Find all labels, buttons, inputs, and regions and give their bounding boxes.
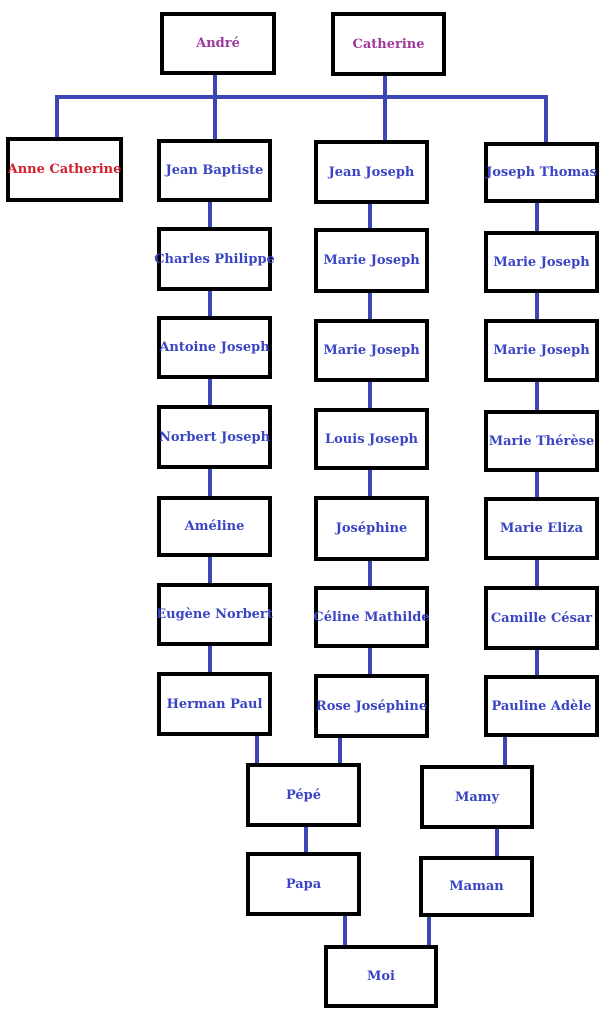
node-label-mamy: Mamy (454, 789, 500, 805)
node-anne-catherine: Anne Catherine (6, 137, 123, 202)
node-label-marie-therese: Marie Thérèse (488, 433, 595, 449)
node-jean-baptiste: Jean Baptiste (157, 139, 272, 202)
node-eugene-norbert: Eugène Norbert (156, 583, 273, 646)
connector-norbert-joseph-to-ameline (208, 469, 212, 496)
connector-catherine-to-jean-joseph (383, 75, 387, 140)
node-label-josephine: Joséphine (335, 521, 408, 536)
connector-papa-to-moi (343, 916, 347, 945)
node-andre: André (160, 12, 276, 75)
node-norbert-joseph: Norbert Joseph (157, 405, 272, 469)
connector-jean-joseph-to-marie-joseph-1 (368, 204, 372, 228)
connector-mamy-to-maman (495, 829, 499, 856)
node-label-jean-joseph: Jean Joseph (328, 164, 415, 180)
node-label-marie-joseph-2: Marie Joseph (323, 343, 420, 358)
connector-herman-paul-to-pepe (255, 736, 259, 763)
node-label-anne-catherine: Anne Catherine (7, 162, 122, 177)
node-catherine: Catherine (331, 12, 446, 76)
node-rose-josephine: Rose Joséphine (314, 674, 429, 738)
connector-marie-therese-to-marie-eliza (535, 472, 539, 497)
connector-camille-cesar-to-pauline-adele (535, 650, 539, 675)
connector-louis-joseph-to-josephine (368, 470, 372, 496)
node-label-louis-joseph: Louis Joseph (325, 431, 418, 447)
node-mamy: Mamy (420, 765, 534, 829)
node-label-pauline-adele: Pauline Adèle (491, 698, 592, 714)
connector-marie-joseph-1-to-marie-joseph-2 (368, 293, 372, 319)
node-moi: Moi (324, 945, 438, 1008)
connector-joseph-thomas-to-marie-joseph-3 (535, 203, 539, 231)
node-herman-paul: Herman Paul (157, 672, 272, 736)
node-label-andre: André (196, 36, 240, 51)
node-joseph-thomas: Joseph Thomas (484, 142, 599, 203)
node-label-jean-baptiste: Jean Baptiste (165, 163, 264, 178)
node-marie-joseph-1: Marie Joseph (314, 228, 429, 293)
node-label-marie-joseph-4: Marie Joseph (493, 343, 590, 358)
node-label-marie-eliza: Marie Eliza (500, 521, 583, 536)
connector-eugene-norbert-to-herman-paul (208, 646, 212, 672)
node-label-marie-joseph-1: Marie Joseph (323, 253, 420, 268)
node-label-joseph-thomas: Joseph Thomas (486, 165, 597, 180)
connector-pepe-to-papa (304, 827, 308, 852)
node-label-rose-josephine: Rose Joséphine (315, 698, 428, 714)
node-jean-joseph: Jean Joseph (314, 140, 429, 204)
node-label-marie-joseph-3: Marie Joseph (493, 254, 590, 270)
connector-marie-joseph-3-to-marie-joseph-4 (535, 293, 539, 319)
node-papa: Papa (246, 852, 361, 916)
node-label-herman-paul: Herman Paul (166, 696, 263, 712)
connector-marie-joseph-2-to-louis-joseph (368, 382, 372, 408)
node-marie-joseph-2: Marie Joseph (314, 319, 429, 382)
connector-marie-eliza-to-camille-cesar (535, 560, 539, 586)
connector-pauline-adele-to-mamy (503, 737, 507, 765)
connector-couple-bus (55, 95, 548, 99)
node-josephine: Joséphine (314, 496, 429, 561)
connector-rose-josephine-to-pepe (338, 738, 342, 763)
connector-bus-to-joseph-thomas (544, 99, 548, 142)
node-label-celine-mathilde: Céline Mathilde (313, 609, 430, 625)
node-louis-joseph: Louis Joseph (314, 408, 429, 470)
node-pepe: Pépé (246, 763, 361, 827)
node-label-camille-cesar: Camille César (490, 610, 593, 626)
node-marie-eliza: Marie Eliza (484, 497, 599, 560)
node-camille-cesar: Camille César (484, 586, 599, 650)
node-marie-joseph-4: Marie Joseph (484, 319, 599, 382)
node-label-papa: Papa (285, 876, 322, 892)
node-antoine-joseph: Antoine Joseph (157, 316, 272, 379)
node-label-catherine: Catherine (352, 36, 425, 52)
node-label-maman: Maman (449, 879, 504, 894)
connector-andre-to-jean-baptiste (213, 74, 217, 139)
connector-charles-philippe-to-antoine-joseph (208, 291, 212, 316)
connector-bus-to-anne-catherine (55, 99, 59, 137)
node-pauline-adele: Pauline Adèle (484, 675, 599, 737)
node-celine-mathilde: Céline Mathilde (313, 586, 430, 648)
connector-josephine-to-celine-mathilde (368, 561, 372, 586)
node-label-moi: Moi (367, 969, 395, 984)
node-ameline: Améline (157, 496, 272, 557)
connector-antoine-joseph-to-norbert-joseph (208, 379, 212, 405)
connector-marie-joseph-4-to-marie-therese (535, 382, 539, 410)
node-marie-therese: Marie Thérèse (484, 410, 599, 472)
connector-celine-mathilde-to-rose-josephine (368, 648, 372, 674)
connector-maman-to-moi (427, 917, 431, 945)
node-label-charles-philippe: Charles Philippe (154, 251, 275, 267)
node-label-norbert-joseph: Norbert Joseph (158, 429, 271, 445)
node-maman: Maman (419, 856, 534, 917)
node-label-pepe: Pépé (285, 787, 322, 803)
connector-ameline-to-eugene-norbert (208, 557, 212, 583)
node-charles-philippe: Charles Philippe (154, 227, 275, 291)
node-marie-joseph-3: Marie Joseph (484, 231, 599, 293)
connector-jean-baptiste-to-charles-philippe (208, 202, 212, 227)
node-label-antoine-joseph: Antoine Joseph (159, 340, 270, 355)
node-label-ameline: Améline (184, 519, 245, 534)
node-label-eugene-norbert: Eugène Norbert (156, 607, 273, 622)
